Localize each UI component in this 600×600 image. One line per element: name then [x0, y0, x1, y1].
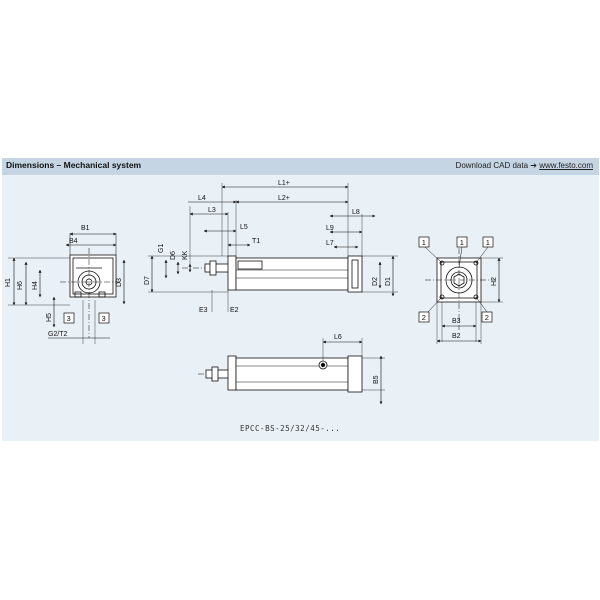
- label-l3: L3: [208, 207, 216, 214]
- main-body: [235, 257, 349, 291]
- label-h5: H5: [46, 313, 53, 322]
- svg-text:2: 2: [485, 313, 489, 322]
- left-housing-inner: [72, 257, 114, 295]
- label-b3: B3: [452, 318, 461, 325]
- label-d2: D2: [372, 277, 379, 286]
- slot-window: [237, 260, 263, 270]
- label-l9: L9: [326, 225, 334, 232]
- label-b4: B4: [69, 238, 78, 245]
- side-view: [148, 183, 398, 312]
- label-g2t2: G2/T2: [48, 331, 68, 338]
- label-d7: D7: [144, 276, 151, 285]
- callout-3-left-b: 3: [98, 312, 110, 324]
- label-g1: G1: [158, 244, 165, 253]
- rod-nut: [209, 260, 217, 276]
- header-bar: Dimensions – Mechanical system Download …: [2, 158, 599, 175]
- label-d3: D3: [116, 278, 123, 287]
- svg-text:3: 3: [67, 314, 71, 323]
- label-t1: T1: [252, 238, 260, 245]
- label-d1: D1: [385, 277, 392, 286]
- svg-text:2: 2: [422, 313, 426, 322]
- download-cad-label: Download CAD data: [455, 161, 529, 170]
- top-motor-adapter: [347, 355, 363, 393]
- left-mount-slot-1: [74, 291, 82, 298]
- label-b2: B2: [452, 333, 461, 340]
- label-l5: L5: [240, 224, 248, 231]
- callout-3-left-a: 3: [63, 312, 75, 324]
- model-code: EPCC-BS-25/32/45-...: [240, 424, 340, 433]
- callout-1-c: 1: [482, 236, 494, 248]
- festo-link[interactable]: www.festo.com: [539, 161, 593, 170]
- label-h6: H6: [17, 281, 24, 290]
- callout-2-a: 2: [418, 311, 430, 323]
- label-l4: L4: [198, 195, 206, 202]
- section-title: Dimensions – Mechanical system: [6, 160, 142, 170]
- arrow-right-icon: ➔: [530, 161, 537, 170]
- label-l8: L8: [352, 209, 360, 216]
- svg-text:1: 1: [422, 238, 426, 247]
- top-rod-nut: [211, 366, 219, 382]
- label-l6: L6: [334, 334, 342, 341]
- label-h2: H2: [491, 277, 498, 286]
- callout-1-a: 1: [418, 236, 430, 248]
- download-cad-area: Download CAD data ➔ www.festo.com: [456, 161, 593, 170]
- label-kk: KK: [182, 250, 189, 260]
- label-l7: L7: [326, 240, 334, 247]
- left-end-view: [8, 232, 126, 344]
- label-e3: E3: [199, 307, 208, 314]
- top-front-flange: [227, 355, 237, 391]
- top-body: [235, 357, 349, 391]
- label-h4: H4: [32, 281, 39, 290]
- svg-text:3: 3: [102, 314, 106, 323]
- label-l2: L2+: [278, 195, 290, 202]
- label-d6: D6: [170, 251, 177, 260]
- callout-2-b: 2: [481, 311, 493, 323]
- label-h1: H1: [5, 278, 12, 287]
- label-b5: B5: [373, 375, 380, 384]
- piston-rod: [204, 263, 230, 273]
- label-l1: L1+: [278, 180, 290, 187]
- svg-text:1: 1: [460, 238, 464, 247]
- callout-1-b: 1: [456, 236, 468, 248]
- right-end-view: [424, 246, 503, 344]
- label-e2: E2: [230, 307, 239, 314]
- svg-text:1: 1: [486, 238, 490, 247]
- top-view: [198, 338, 385, 405]
- left-mount-slot-2: [98, 291, 106, 298]
- front-flange: [227, 255, 237, 291]
- label-b1: B1: [81, 225, 90, 232]
- motor-adapter: [347, 255, 363, 293]
